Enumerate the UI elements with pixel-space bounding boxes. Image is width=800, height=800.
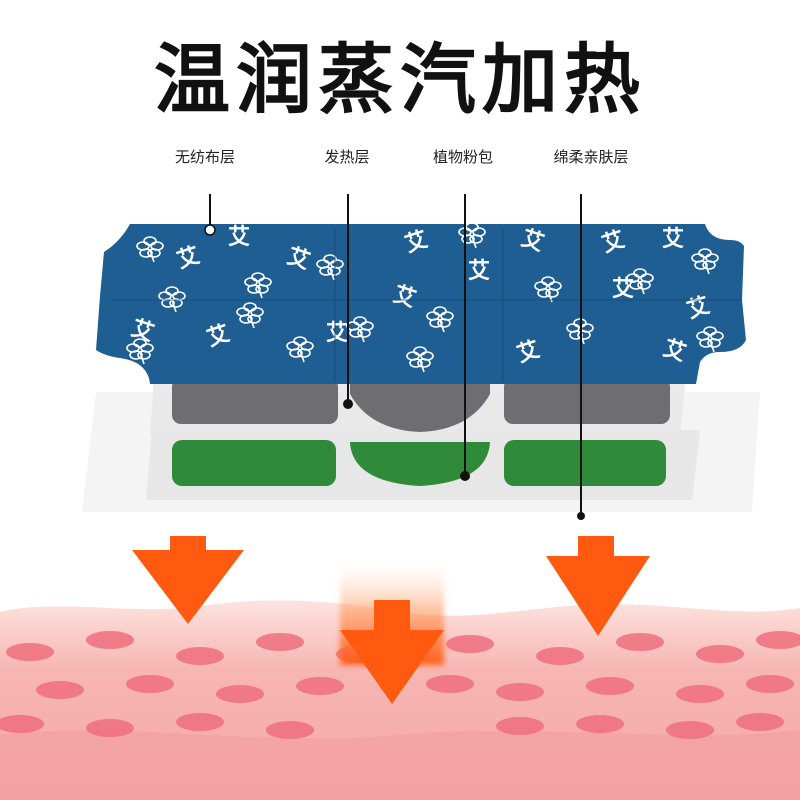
skin-cell bbox=[536, 647, 584, 665]
skin-cell bbox=[496, 717, 544, 735]
label-herbal-pack: 植物粉包 bbox=[432, 148, 494, 166]
leaf-motif bbox=[316, 254, 344, 281]
skin-cell bbox=[126, 675, 174, 693]
pointer-dot-herb bbox=[460, 471, 470, 481]
skin-cell bbox=[176, 713, 224, 731]
herb-pad-left bbox=[172, 440, 336, 486]
pointer-dot-skin bbox=[577, 512, 585, 520]
heat-arrow-right bbox=[546, 536, 650, 636]
leaf-motif bbox=[626, 268, 654, 295]
skin-cell bbox=[86, 719, 134, 737]
skin-cell bbox=[296, 677, 344, 695]
label-soft-skin-layer: 绵柔亲肤层 bbox=[553, 148, 629, 166]
skin-cell bbox=[616, 633, 664, 651]
skin-cell bbox=[86, 631, 134, 649]
skin-cell bbox=[176, 647, 224, 665]
leaf-motif bbox=[236, 302, 264, 329]
leaf-motif bbox=[534, 276, 562, 303]
skin-cell bbox=[426, 675, 474, 693]
skin-cell bbox=[36, 681, 84, 699]
pattern-glyph: 艾 bbox=[326, 321, 348, 346]
heat-pad-left bbox=[172, 378, 338, 424]
pointer-lines bbox=[209, 194, 582, 514]
pointer-dot-heat bbox=[343, 399, 353, 409]
headline-title: 温润蒸汽加热 bbox=[154, 35, 646, 124]
leaf-motif bbox=[286, 336, 314, 363]
heat-arrow-middle bbox=[340, 600, 444, 704]
skin-cell bbox=[446, 635, 494, 653]
skin-lower-band bbox=[0, 730, 800, 800]
pattern-glyph: 艾 bbox=[612, 277, 634, 302]
heat-pad-right bbox=[504, 378, 670, 424]
skin-cell bbox=[676, 685, 724, 703]
label-nonwoven-layer: 无纺布层 bbox=[174, 148, 236, 166]
leaf-motif bbox=[696, 326, 724, 353]
pointer-dot-nonwoven bbox=[204, 224, 216, 236]
skin-cell bbox=[756, 631, 800, 649]
pattern-glyph: 艾 bbox=[468, 259, 490, 284]
herb-pad-middle bbox=[350, 442, 490, 486]
skin-cell bbox=[0, 715, 44, 733]
skin-cell bbox=[266, 721, 314, 739]
skin-cell bbox=[496, 683, 544, 701]
heat-arrow-left bbox=[132, 536, 244, 624]
herb-pad-right bbox=[504, 440, 666, 486]
skin-cell bbox=[666, 721, 714, 739]
leaf-motif bbox=[426, 306, 454, 333]
pattern-glyph: 艾 bbox=[662, 227, 684, 252]
pattern-glyph: 艾 bbox=[228, 225, 250, 250]
skin-cells bbox=[0, 631, 800, 739]
skin-cell bbox=[216, 685, 264, 703]
skin-cell bbox=[746, 675, 794, 693]
leaf-motif bbox=[406, 346, 434, 373]
leaf-motif bbox=[244, 272, 272, 299]
leaf-motif bbox=[126, 338, 154, 365]
skin-cell bbox=[6, 643, 54, 661]
skin-cell bbox=[576, 715, 624, 733]
skin-cell bbox=[696, 645, 744, 663]
skin-cell bbox=[256, 633, 304, 651]
leaf-motif bbox=[136, 236, 164, 263]
heat-pad-middle bbox=[350, 378, 490, 432]
leaf-motif bbox=[691, 248, 719, 275]
skin-cell bbox=[736, 713, 784, 731]
label-heating-layer: 发热层 bbox=[324, 148, 370, 166]
skin-cell bbox=[586, 677, 634, 695]
leaf-motif bbox=[346, 316, 374, 343]
